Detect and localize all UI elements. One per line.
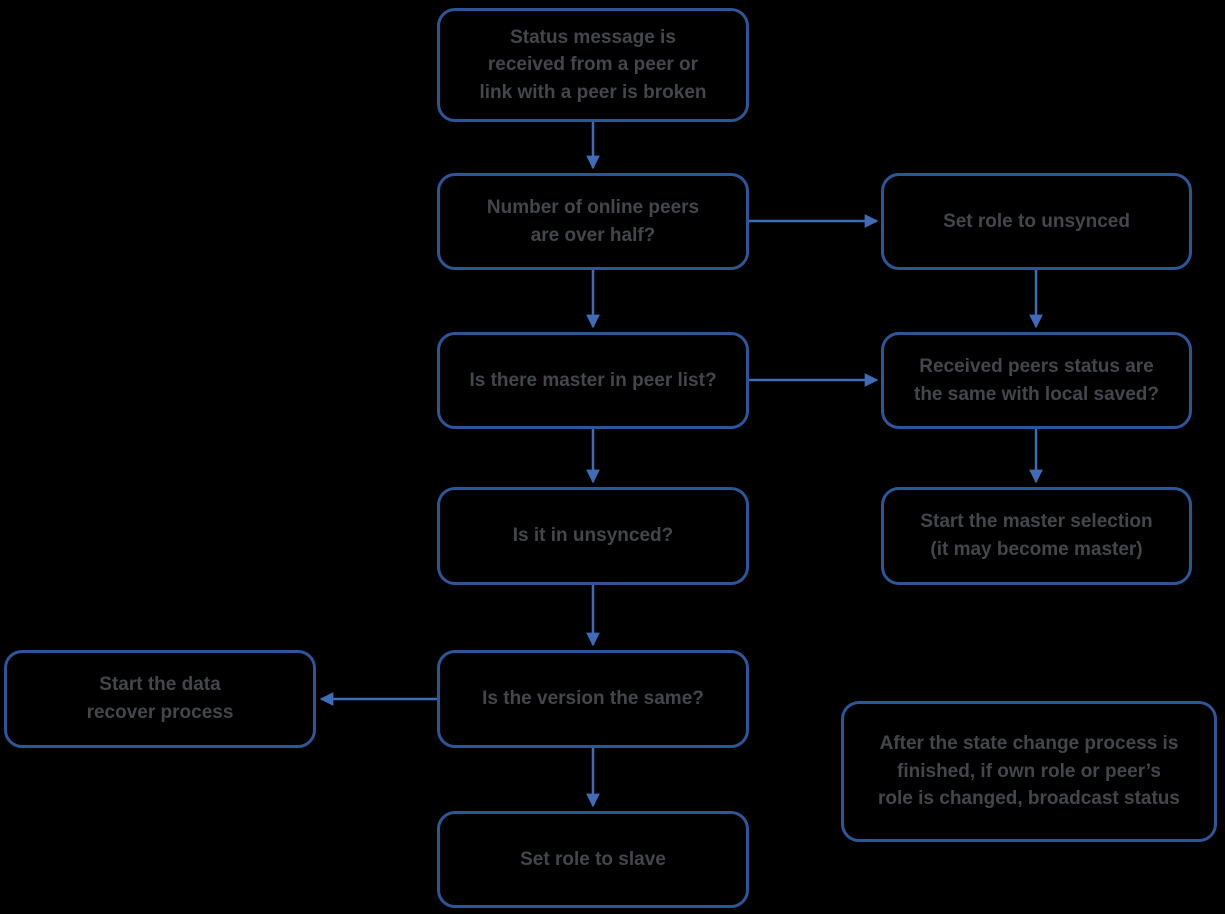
node-start-data-recover: Start the data recover process xyxy=(4,650,316,748)
node-set-role-unsynced: Set role to unsynced xyxy=(881,173,1192,270)
node-set-role-slave: Set role to slave xyxy=(437,811,749,908)
node-master-in-peer-list: Is there master in peer list? xyxy=(437,332,749,429)
node-online-peers-over-half: Number of online peers are over half? xyxy=(437,173,749,270)
node-is-version-same: Is the version the same? xyxy=(437,650,749,748)
node-received-status-same: Received peers status are the same with … xyxy=(881,332,1192,429)
node-broadcast-status-note: After the state change process is finish… xyxy=(841,701,1217,842)
node-status-message: Status message is received from a peer o… xyxy=(437,8,749,122)
node-start-master-selection: Start the master selection (it may becom… xyxy=(881,487,1192,585)
node-is-in-unsynced: Is it in unsynced? xyxy=(437,487,749,585)
